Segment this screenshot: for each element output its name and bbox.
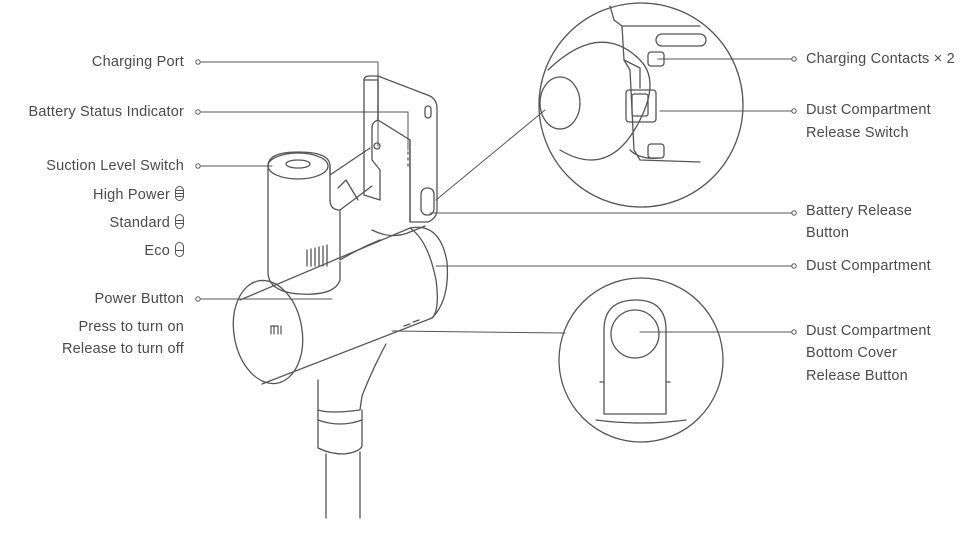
label-eco: Eco: [144, 240, 184, 262]
neck: [339, 225, 426, 261]
label-charging-port: Charging Port: [91, 54, 184, 70]
label-dust-release-switch-line2: Release Switch: [806, 125, 909, 141]
leader-lines-right: [391, 56, 797, 335]
handle-body: [267, 147, 373, 295]
label-bottom-cover-line1: Dust Compartment: [806, 323, 931, 339]
label-battery-release-line1: Battery Release: [806, 203, 913, 219]
standard-text: Standard: [109, 215, 170, 231]
label-charging-contacts: Charging Contacts × 2: [806, 51, 955, 67]
label-suction-level-switch: Suction Level Switch: [46, 158, 184, 174]
callout-charging-contacts: [538, 2, 744, 208]
label-power-button: Power Button: [94, 291, 184, 307]
battery-pack: [363, 75, 438, 223]
mi-logo-icon: [270, 325, 282, 335]
eco-text: Eco: [144, 243, 170, 259]
label-release-to-turn-off: Release to turn off: [61, 341, 184, 357]
label-standard: Standard: [110, 212, 184, 234]
callout-bottom-cover: [558, 277, 724, 443]
mode-eco-icon: [175, 242, 184, 257]
label-dust-compartment: Dust Compartment: [806, 258, 931, 274]
mode-high-icon: [175, 186, 184, 201]
label-battery-status-indicator: Battery Status Indicator: [28, 104, 184, 120]
label-battery-release-line2: Button: [806, 225, 850, 241]
tube: [317, 343, 387, 519]
label-high-power: High Power: [93, 184, 184, 206]
leader-lines-left: [195, 59, 409, 302]
label-bottom-cover-line2: Bottom Cover: [806, 345, 898, 361]
label-bottom-cover-line3: Release Button: [806, 368, 908, 384]
dust-compartment: [232, 226, 449, 385]
high-power-text: High Power: [93, 187, 170, 203]
mode-standard-icon: [175, 214, 184, 229]
label-dust-release-switch-line1: Dust Compartment: [806, 102, 931, 118]
label-press-to-turn-on: Press to turn on: [78, 319, 184, 335]
